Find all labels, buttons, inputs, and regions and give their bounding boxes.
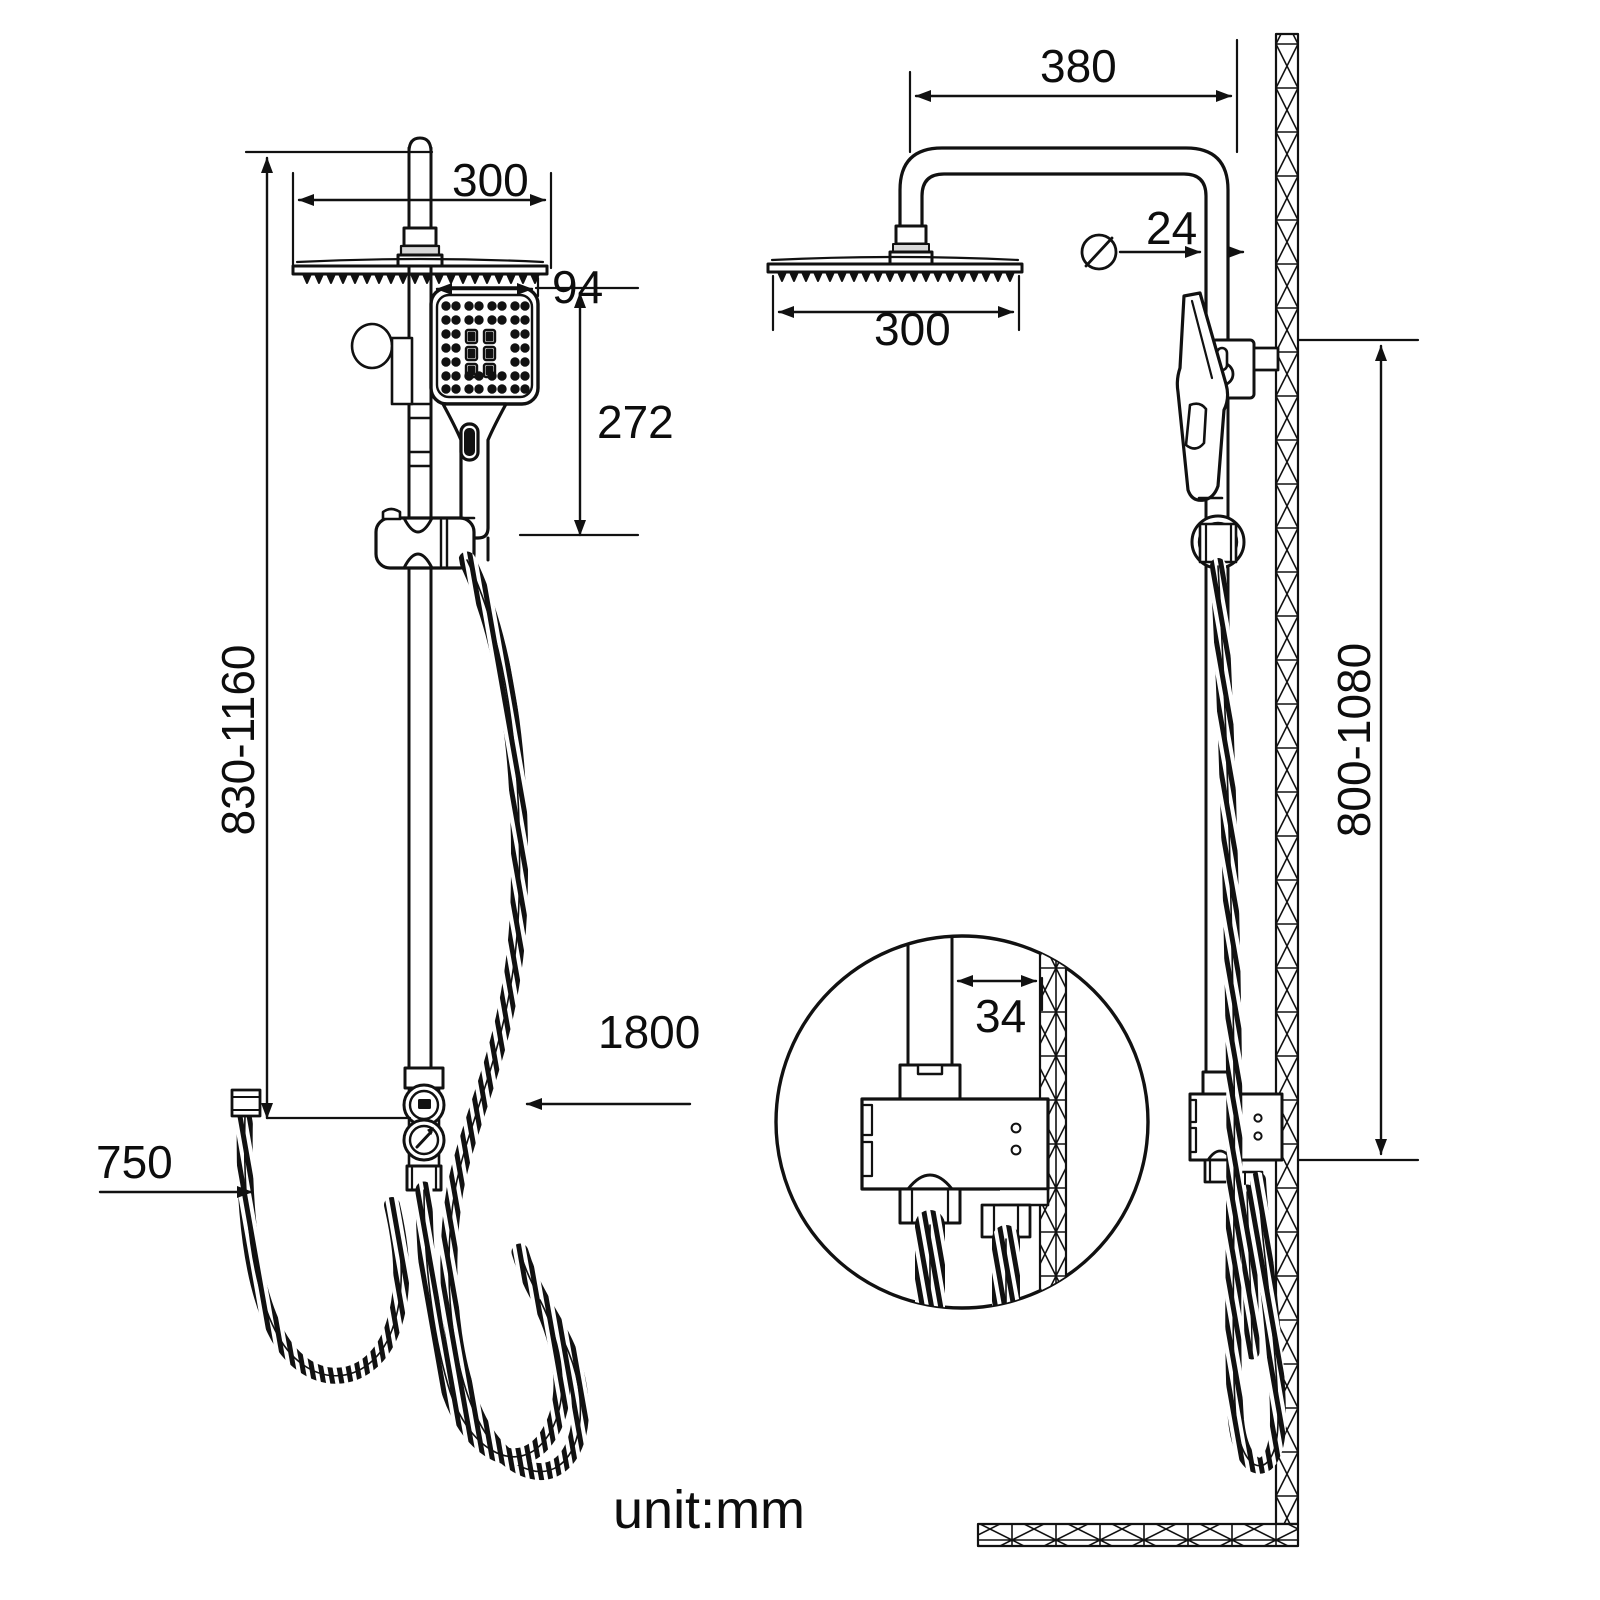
inlet-hose-nut-front (230, 1088, 262, 1118)
shower-hose-side (1210, 558, 1286, 1474)
side-full-dimension-lines (1296, 338, 1420, 1162)
dim-label-pipe-diameter: 24 (1146, 202, 1197, 254)
dim-label-inlet-hose: 750 (96, 1136, 173, 1188)
dim-label-hose-length: 1800 (598, 1006, 700, 1058)
unit-note: unit:mm (613, 1480, 805, 1540)
side-head-view (766, 146, 1230, 347)
dim-label-wall-gap: 34 (975, 990, 1026, 1042)
hand-shower-front (429, 286, 540, 562)
side-head-dimension-lines (771, 38, 1245, 332)
inlet-hose-front (236, 1107, 410, 1384)
front-dimension-lines (98, 150, 692, 1198)
dim-label-bar-range: 830-1160 (212, 645, 264, 836)
dim-label-handset-width: 94 (552, 261, 603, 313)
front-elevation-group (230, 136, 589, 1480)
detail-circle-group (774, 934, 1150, 1310)
slider-bracket-front (374, 507, 476, 570)
shower-hose-front (440, 551, 589, 1480)
shower-hose-mixer-front (415, 1181, 571, 1466)
hand-shower-side (1175, 291, 1230, 502)
dim-label-front-head-width: 300 (452, 154, 529, 206)
thermostatic-mixer-front (402, 1066, 446, 1192)
dim-label-arm-reach: 380 (1040, 40, 1117, 92)
dim-label-handset-drop: 272 (597, 396, 674, 448)
side-elevation-wall-view (976, 32, 1300, 1548)
slider-bracket-side (1190, 514, 1246, 570)
dim-label-valve-range: 800-1080 (1328, 643, 1380, 837)
dim-label-side-head-width: 300 (874, 303, 951, 355)
